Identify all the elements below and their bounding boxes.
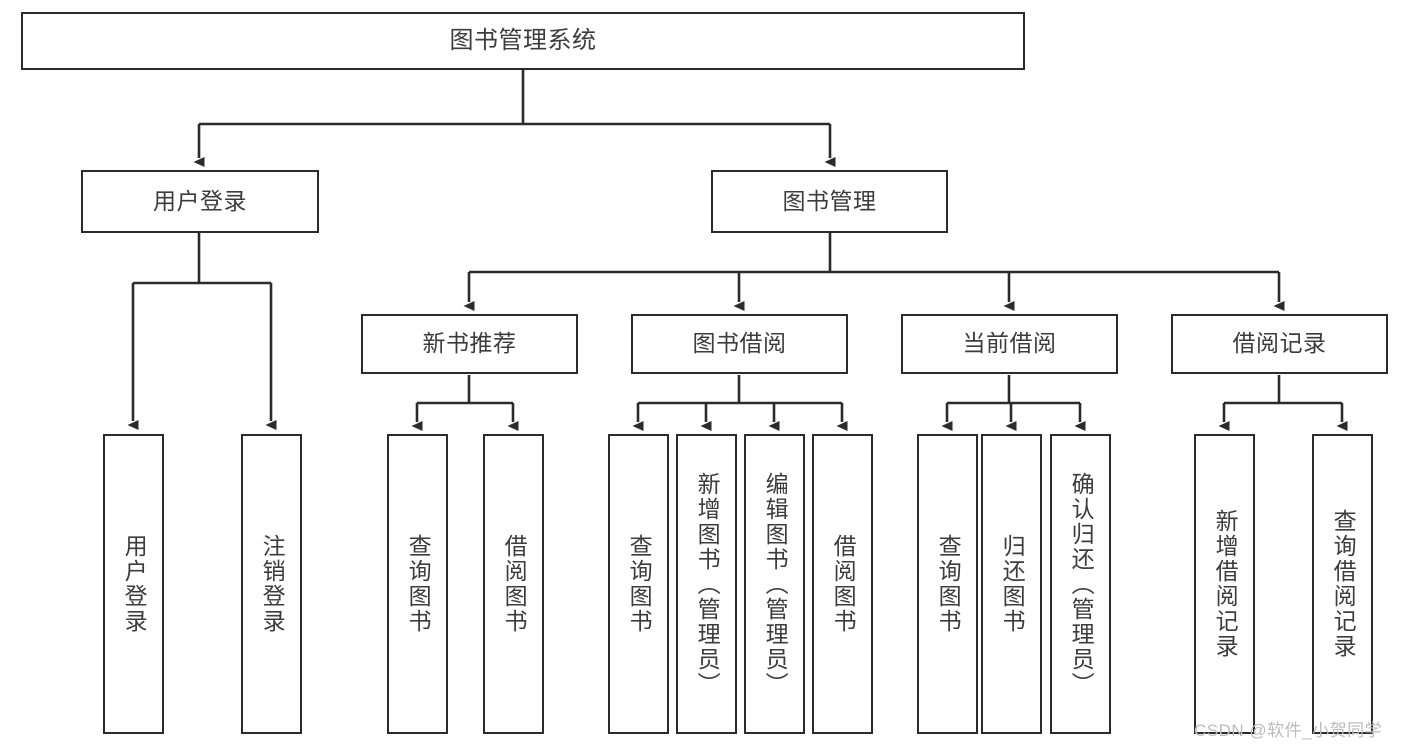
node-leaf-label: 查询图书 xyxy=(626,534,653,634)
node-leaf-label: 查询借阅记录 xyxy=(1330,509,1357,659)
node-current-borrow[interactable]: 当前借阅 xyxy=(901,314,1118,374)
node-borrow-record-label: 借阅记录 xyxy=(1232,330,1327,357)
node-leaf-edit-book-admin[interactable]: 编辑图书（管理员） xyxy=(744,434,805,734)
node-root-label: 图书管理系统 xyxy=(449,26,597,54)
node-leaf-add-borrow-record[interactable]: 新增借阅记录 xyxy=(1194,434,1255,734)
node-borrow-record[interactable]: 借阅记录 xyxy=(1171,314,1388,374)
node-leaf-label: 编辑图书（管理员） xyxy=(762,471,789,697)
node-leaf-return-book[interactable]: 归还图书 xyxy=(981,434,1042,734)
node-leaf-label: 查询图书 xyxy=(405,534,432,634)
node-leaf-label: 确认归还（管理员） xyxy=(1068,471,1095,697)
node-leaf-label: 归还图书 xyxy=(999,534,1026,634)
node-leaf-label: 注销登录 xyxy=(259,534,286,634)
node-current-borrow-label: 当前借阅 xyxy=(962,330,1057,357)
node-new-book-recommend[interactable]: 新书推荐 xyxy=(361,314,578,374)
node-new-book-recommend-label: 新书推荐 xyxy=(422,330,517,357)
node-leaf-label: 借阅图书 xyxy=(501,534,528,634)
node-leaf-logout[interactable]: 注销登录 xyxy=(241,434,302,734)
node-leaf-user-login[interactable]: 用户登录 xyxy=(103,434,164,734)
node-leaf-borrow-book[interactable]: 借阅图书 xyxy=(812,434,873,734)
node-book-borrow[interactable]: 图书借阅 xyxy=(631,314,848,374)
node-root-system[interactable]: 图书管理系统 xyxy=(21,12,1025,70)
node-leaf-query-book-borrow[interactable]: 查询图书 xyxy=(608,434,669,734)
node-leaf-label: 用户登录 xyxy=(121,534,148,634)
node-leaf-query-book-recommend[interactable]: 查询图书 xyxy=(387,434,448,734)
node-user-login[interactable]: 用户登录 xyxy=(81,170,319,233)
node-book-borrow-label: 图书借阅 xyxy=(692,330,787,357)
node-leaf-label: 查询图书 xyxy=(935,534,962,634)
node-leaf-confirm-return-admin[interactable]: 确认归还（管理员） xyxy=(1050,434,1111,734)
node-leaf-label: 借阅图书 xyxy=(830,534,857,634)
node-leaf-borrow-book-recommend[interactable]: 借阅图书 xyxy=(483,434,544,734)
node-leaf-query-book-current[interactable]: 查询图书 xyxy=(917,434,978,734)
node-leaf-label: 新增借阅记录 xyxy=(1212,509,1239,659)
node-leaf-add-book-admin[interactable]: 新增图书（管理员） xyxy=(676,434,737,734)
node-leaf-query-borrow-record[interactable]: 查询借阅记录 xyxy=(1312,434,1373,734)
node-leaf-label: 新增图书（管理员） xyxy=(694,471,721,697)
node-user-login-label: 用户登录 xyxy=(153,187,247,214)
watermark-text: CSDN @软件_小贺同学 xyxy=(1194,721,1383,740)
node-book-management[interactable]: 图书管理 xyxy=(711,170,948,233)
node-book-management-label: 图书管理 xyxy=(782,187,877,214)
